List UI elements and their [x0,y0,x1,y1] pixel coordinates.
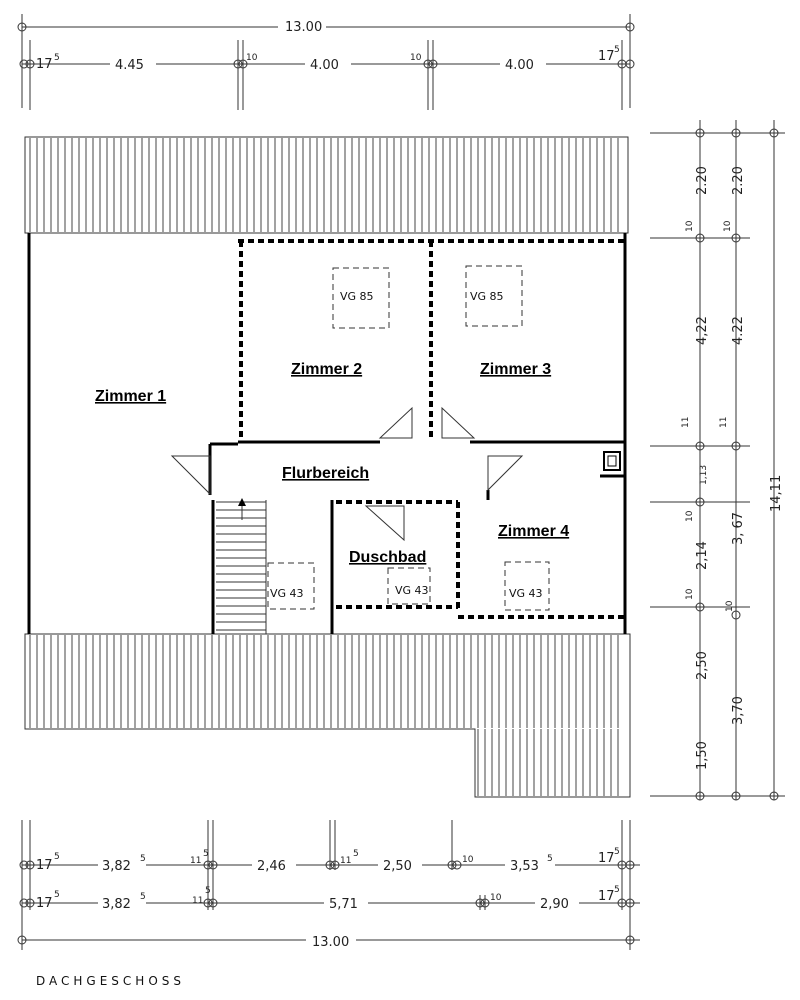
dim-label: 3,82 [102,859,131,874]
door-swings [170,406,621,542]
dim-sup: 5 [614,45,620,55]
dim-label: 11 [719,417,729,428]
dim-label: 3,70 [731,696,746,725]
dim-label: 2.20 [731,166,746,195]
dim-sup: 5 [54,890,60,900]
dim-sup: 5 [353,849,359,859]
dim-label: 3,53 [510,859,539,874]
window-label: VG 43 [509,587,543,600]
dim-label: 3, 67 [731,512,746,545]
stair-arrow-head [238,498,246,506]
top-overall-dim: 13.00 [285,20,322,35]
dim-label: 10 [246,53,258,63]
dim-sup: 5 [203,849,209,859]
dim-label: 10 [410,53,422,63]
dim-label: 17 [36,858,53,873]
dim-label: 3,82 [102,897,131,912]
dim-label: 17 [36,57,53,72]
staircase [216,500,267,634]
dim-label: 2,50 [695,651,710,680]
dim-label: 1,50 [695,741,710,770]
room-label-zimmer-2: Zimmer 2 [291,361,362,378]
roof-bottom-hatch [24,633,631,798]
dim-label: 17 [36,896,53,911]
dim-label: 4.00 [310,58,339,73]
dim-label: 10 [725,600,735,612]
dim-label: 10 [462,855,474,865]
dim-label: 2,90 [540,897,569,912]
roof-top-hatch [24,136,629,234]
dim-label: 4.00 [505,58,534,73]
dim-sup: 5 [614,885,620,895]
dim-label: 17 [598,851,615,866]
window-label: VG 85 [470,290,504,303]
dim-sup: 5 [140,892,146,902]
roof-windows [267,265,550,611]
top-dimension-lines: 13.00 17 5 4.45 10 4.00 10 4.00 17 5 [17,14,635,110]
dim-label: 2,50 [383,859,412,874]
dim-label: 4.45 [115,58,144,73]
window-label: VG 85 [340,290,374,303]
room-label-zimmer-4: Zimmer 4 [498,523,569,540]
dim-label: 11 [681,417,691,428]
dim-label: 10 [490,893,502,903]
dim-label: 10 [685,510,695,522]
room-label-zimmer-1: Zimmer 1 [95,388,166,405]
dim-label: 1,13 [699,465,709,485]
dim-label: 11 [192,896,203,906]
drawing-caption: DACHGESCHOSS [36,974,185,988]
bottom-dimension-lines: 17 5 3,82 5 11 5 2,46 11 5 2,50 10 3,53 … [17,820,640,950]
dim-label: 11 [190,856,201,866]
dim-label: 17 [598,889,615,904]
dim-label: 10 [723,220,733,232]
dim-label: 4,22 [695,316,710,345]
walls [27,233,627,634]
dim-sup: 5 [547,854,553,864]
dim-sup: 5 [205,886,211,896]
dim-label: 2,14 [695,541,710,570]
dim-label: 14,11 [769,475,784,512]
room-label-duschbad: Duschbad [349,549,426,566]
room-label-flurbereich: Flurbereich [282,465,369,482]
dim-label: 4.22 [731,316,746,345]
dim-sup: 5 [140,854,146,864]
right-dimension-lines: 2.20 2.20 10 10 4,22 4.22 11 11 1,13 10 … [650,120,785,801]
bottom-overall-dim: 13.00 [312,935,349,950]
window-label: VG 43 [270,587,304,600]
dim-label: 17 [598,49,615,64]
dim-label: 2.20 [695,166,710,195]
dim-label: 2,46 [257,859,286,874]
dim-label: 11 [340,856,351,866]
dim-label: 10 [685,588,695,600]
dim-sup: 5 [54,852,60,862]
dim-label: 10 [685,220,695,232]
dim-label: 5,71 [329,897,358,912]
dim-sup: 5 [614,847,620,857]
dim-sup: 5 [54,53,60,63]
room-label-zimmer-3: Zimmer 3 [480,361,551,378]
window-label: VG 43 [395,584,429,597]
